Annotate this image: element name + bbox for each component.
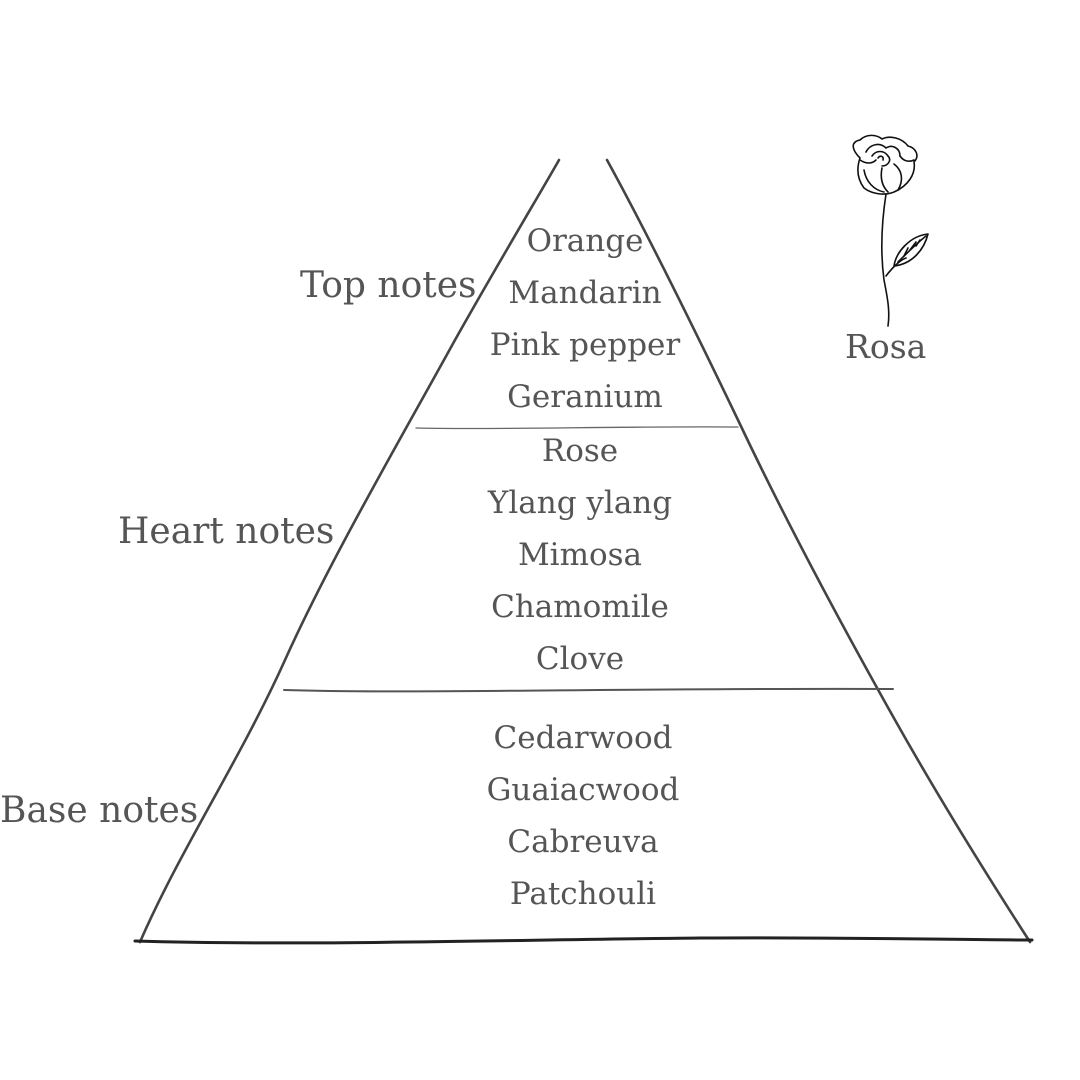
top-notes-label: Top notes bbox=[300, 265, 477, 306]
pyramid-right-edge bbox=[605, 158, 1032, 944]
note-item: Mandarin bbox=[508, 275, 662, 311]
note-item: Rose bbox=[541, 433, 619, 469]
note-item: Mimosa bbox=[517, 537, 643, 573]
base-notes-list: Cedarwood Guaiacwood Cabreuva Patchouli bbox=[433, 712, 733, 920]
note-item: Cabreuva bbox=[507, 824, 659, 860]
heart-base-divider bbox=[283, 687, 894, 693]
pyramid-base-line bbox=[133, 936, 1034, 945]
note-item: Clove bbox=[535, 641, 625, 677]
note-item: Patchouli bbox=[509, 876, 657, 912]
pyramid-left-edge bbox=[138, 158, 561, 944]
heart-notes-label: Heart notes bbox=[118, 511, 335, 552]
top-heart-divider bbox=[415, 426, 739, 430]
flower-name-label: Rosa bbox=[845, 327, 927, 366]
base-notes-label: Base notes bbox=[0, 790, 199, 831]
note-item: Cedarwood bbox=[493, 720, 673, 756]
rose-icon bbox=[852, 134, 929, 327]
note-item: Orange bbox=[526, 223, 644, 259]
top-notes-list: Orange Mandarin Pink pepper Geranium bbox=[435, 215, 735, 423]
note-item: Pink pepper bbox=[489, 327, 681, 363]
note-item: Guaiacwood bbox=[486, 772, 680, 808]
note-item: Geranium bbox=[507, 379, 663, 415]
note-item: Chamomile bbox=[491, 589, 669, 625]
heart-notes-list: Rose Ylang ylang Mimosa Chamomile Clove bbox=[430, 425, 730, 685]
note-item: Ylang ylang bbox=[487, 485, 673, 521]
